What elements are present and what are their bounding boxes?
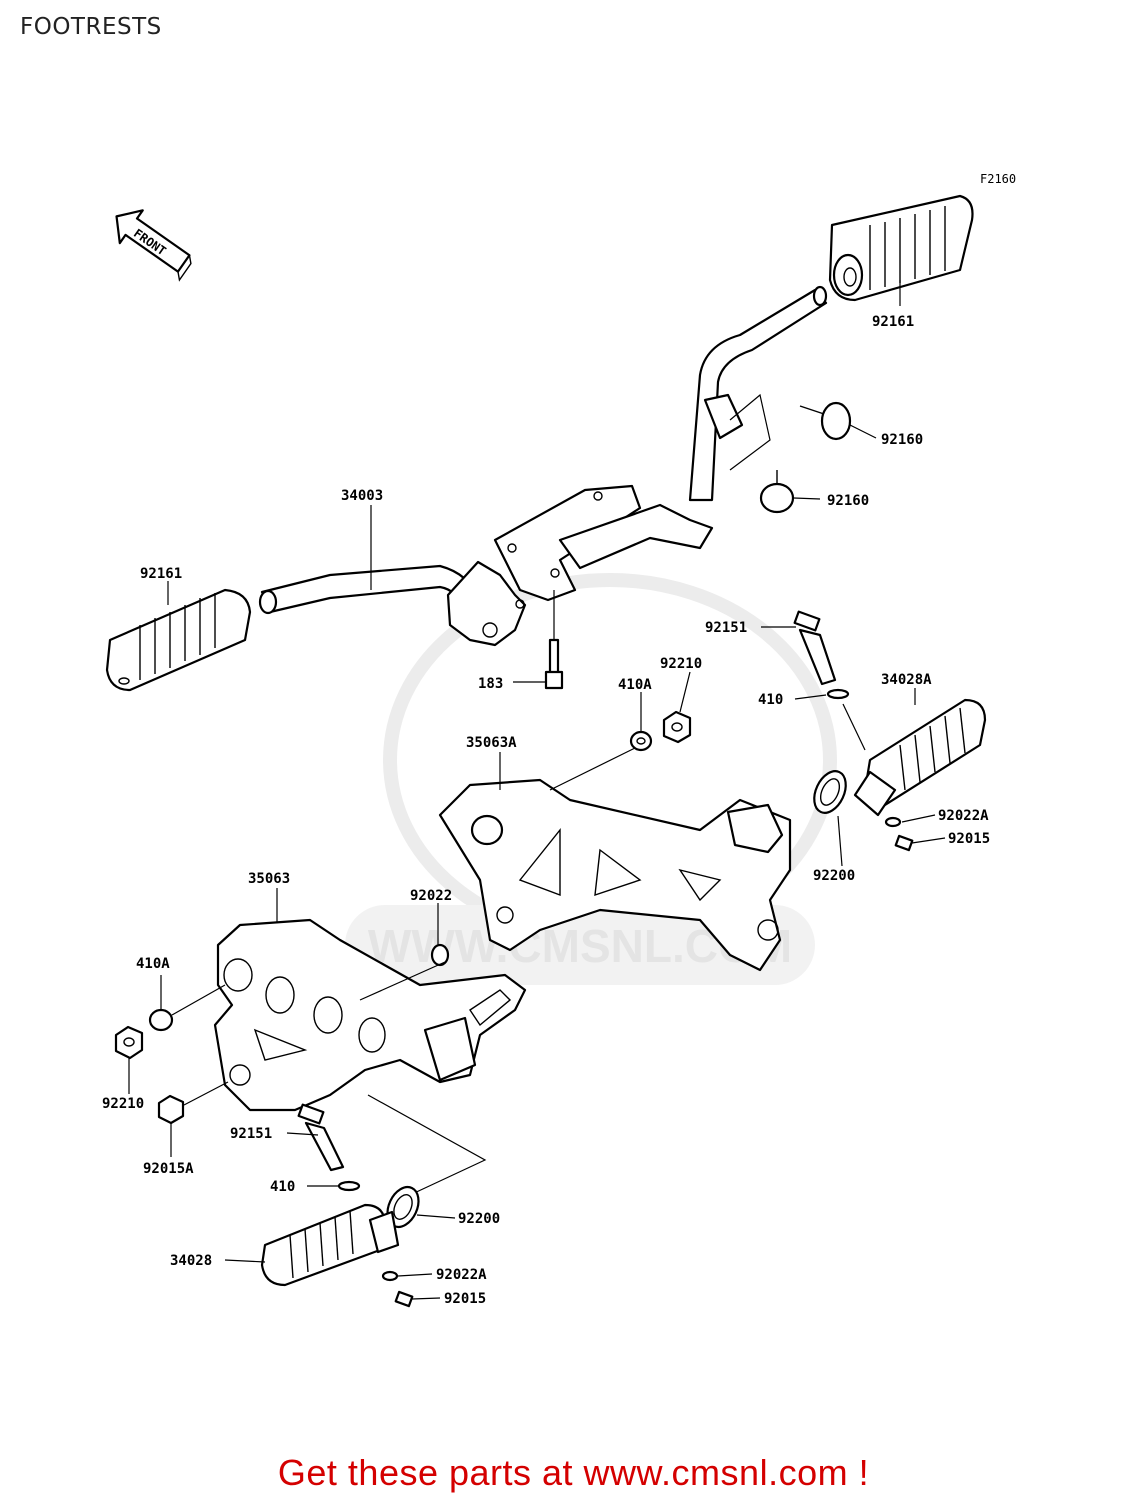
label-410-left: 410 [270, 1179, 295, 1195]
label-410-right: 410 [758, 692, 783, 708]
pin-92151-left [297, 1103, 345, 1172]
label-92015-left: 92015 [444, 1291, 486, 1307]
pin-92022 [430, 943, 450, 967]
label-92022A-right: 92022A [938, 808, 989, 824]
label-35063: 35063 [248, 871, 290, 887]
page-title: FOOTRESTS [20, 14, 162, 40]
label-34028: 34028 [170, 1253, 212, 1269]
label-92200-right: 92200 [813, 868, 855, 884]
label-183: 183 [478, 676, 503, 692]
pin-92151-right [793, 610, 837, 686]
footrest-bar-34003 [258, 285, 828, 647]
footer-link[interactable]: Get these parts at www.cmsnl.com ! [277, 1452, 870, 1493]
washer-92200-right [813, 770, 847, 814]
label-92022A-left: 92022A [436, 1267, 487, 1283]
label-92015-right: 92015 [948, 831, 990, 847]
label-35063A: 35063A [466, 735, 517, 751]
footrest-34028 [260, 1203, 400, 1287]
label-92161-left: 92161 [140, 566, 182, 582]
footrest-34028A [853, 698, 987, 817]
label-92151-right: 92151 [705, 620, 747, 636]
leader-lines [128, 280, 946, 1300]
washer-92200-left [386, 1185, 420, 1229]
label-410A-right: 410A [618, 677, 652, 693]
cotter-92015-left [394, 1290, 414, 1308]
figure-code: F2160 [980, 172, 1016, 186]
rubber-stopper-92160-a [799, 401, 852, 441]
label-92210-right: 92210 [660, 656, 702, 672]
label-92160-a: 92160 [881, 432, 923, 448]
clip-410-right [826, 688, 850, 700]
bracket-35063A [438, 778, 792, 972]
nut-92210-right [662, 710, 692, 744]
bracket-35063 [213, 918, 527, 1112]
label-92015A: 92015A [143, 1161, 194, 1177]
label-410A-left: 410A [136, 956, 170, 972]
cotter-92015-right [894, 834, 914, 852]
label-34028A: 34028A [881, 672, 932, 688]
label-92151-left: 92151 [230, 1126, 272, 1142]
footrest-rubber-92161-top [828, 194, 974, 302]
label-92161-top: 92161 [872, 314, 914, 330]
rubber-stopper-92160-b [759, 470, 795, 514]
nut-92015A [157, 1094, 185, 1125]
pin-92022A-left [381, 1270, 399, 1282]
front-arrow-icon: FRONT [115, 209, 192, 282]
label-92022: 92022 [410, 888, 452, 904]
label-92200-left: 92200 [458, 1211, 500, 1227]
pin-92022A-right [884, 816, 902, 828]
label-34003: 34003 [341, 488, 383, 504]
clip-410-left [337, 1180, 361, 1192]
label-92160-b: 92160 [827, 493, 869, 509]
footrest-rubber-92161-left [105, 588, 252, 692]
label-92210-left: 92210 [102, 1096, 144, 1112]
washer-410A-right [629, 730, 653, 752]
washer-410A-left [148, 1008, 174, 1032]
bolt-183 [544, 590, 564, 690]
nut-92210-left [114, 1025, 144, 1060]
part-labels: 92161 92160 92160 34003 92161 92151 9221… [102, 314, 990, 1307]
